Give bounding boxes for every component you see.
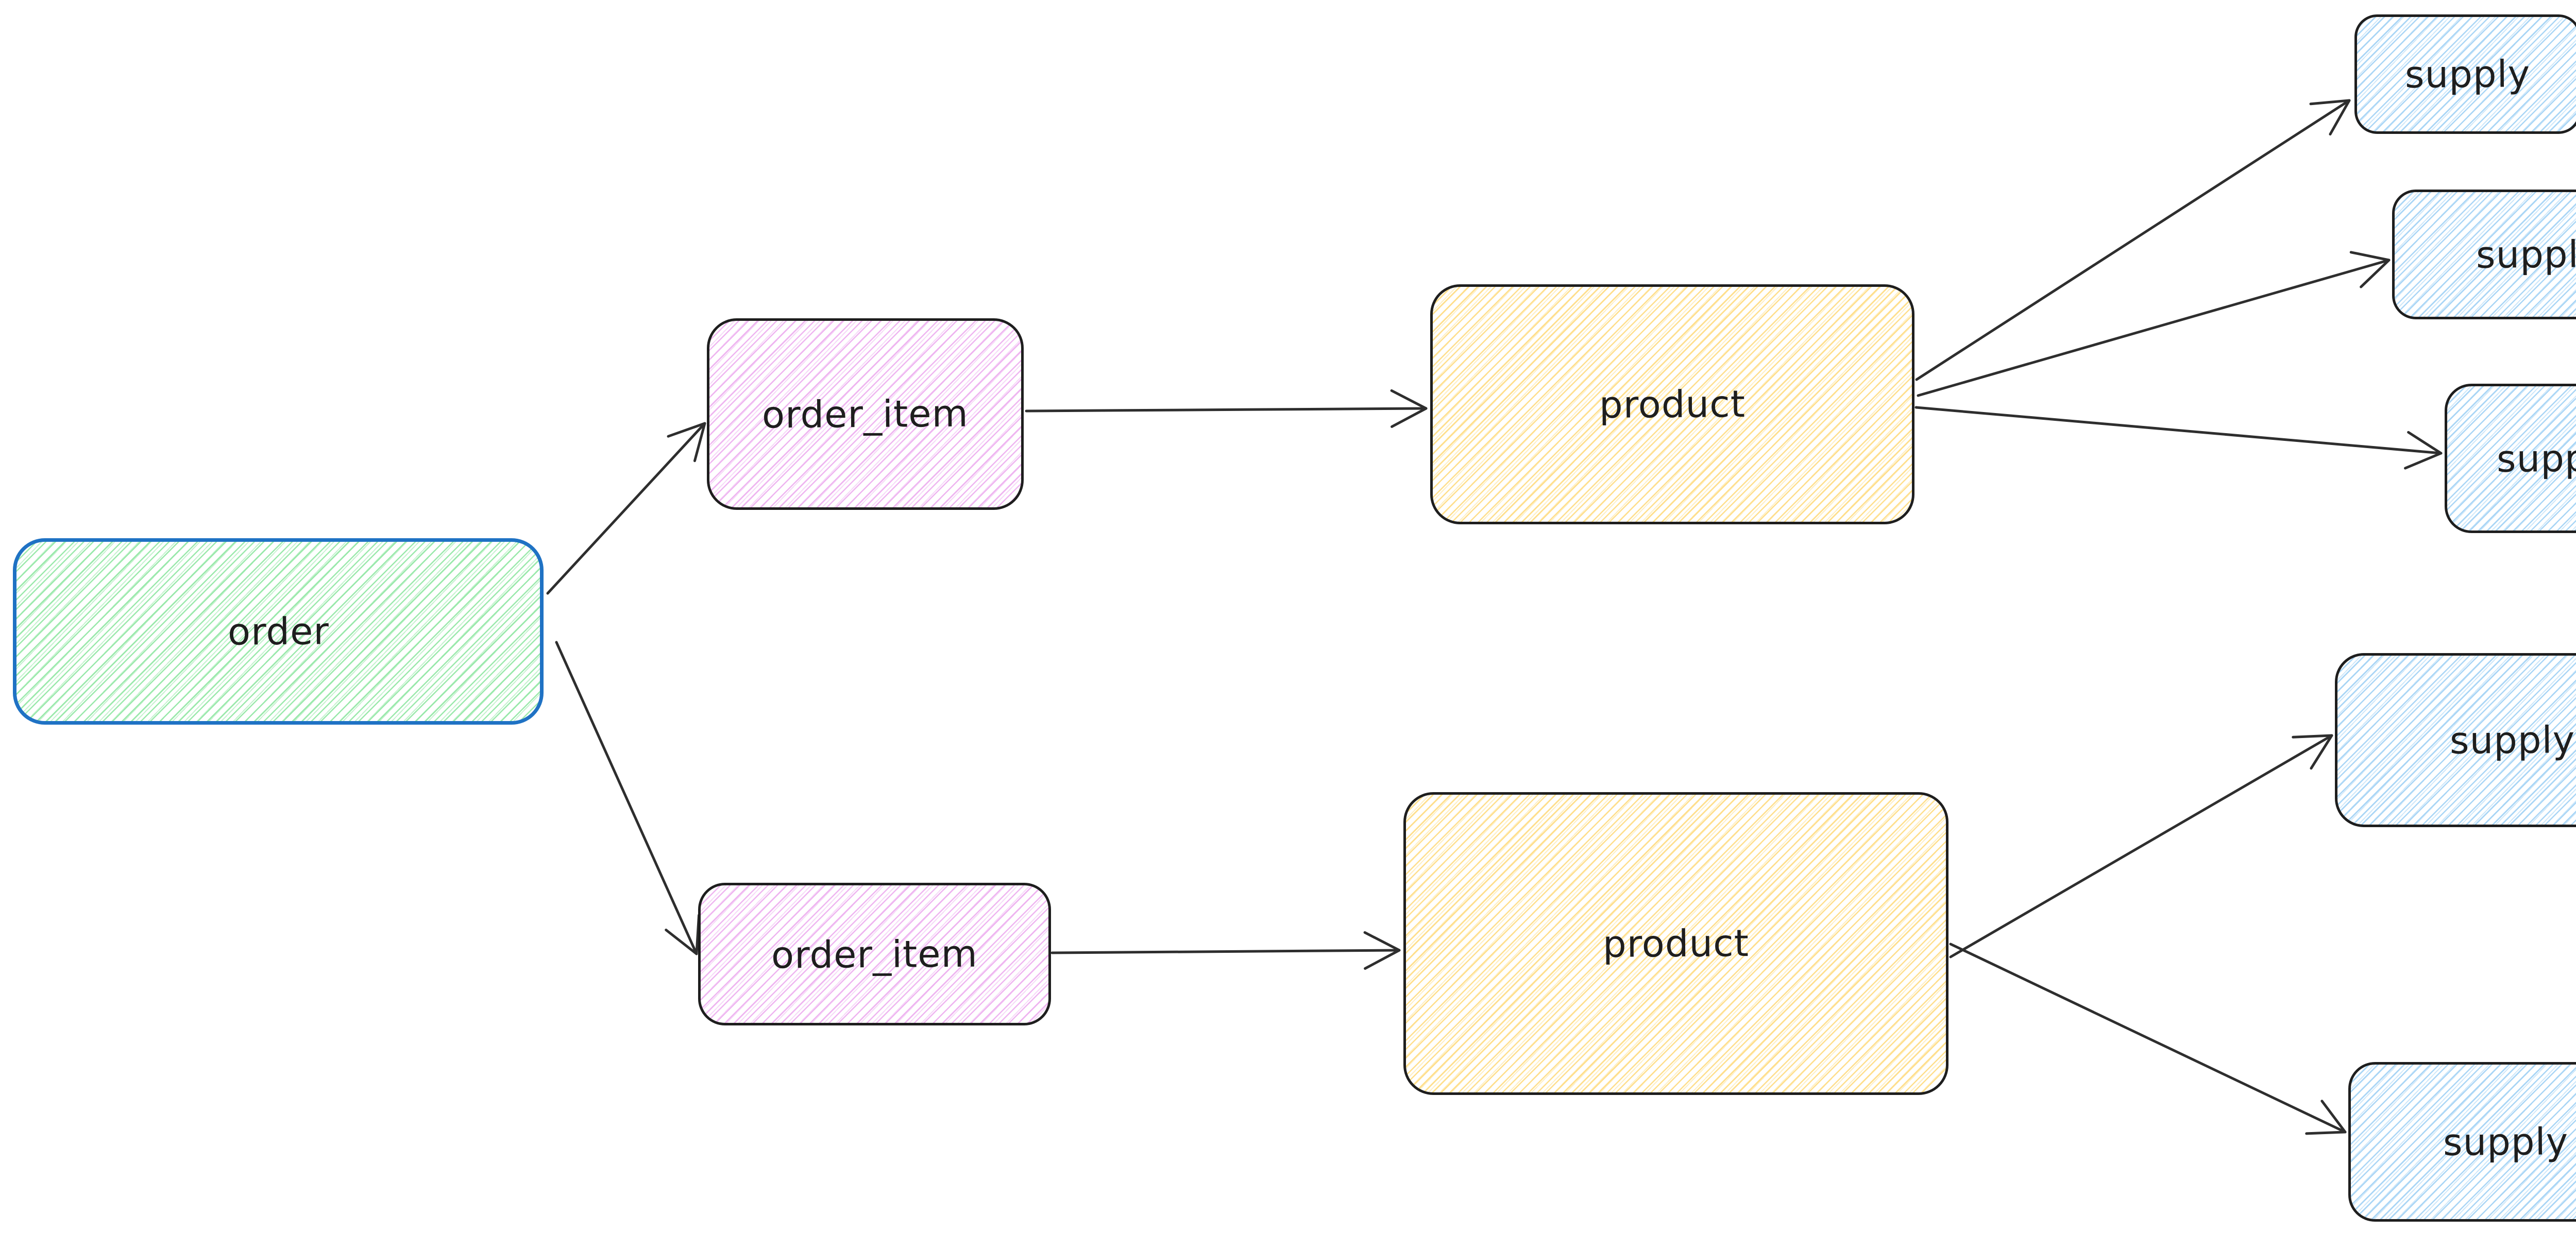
node-order-item-2[interactable]: order_item <box>698 883 1051 1025</box>
edge-product-1-to-supply-3[interactable] <box>1914 406 2443 470</box>
node-order-label: order <box>227 609 329 654</box>
edge-order-to-order-item-1[interactable] <box>546 422 706 595</box>
node-order[interactable]: order <box>13 538 544 725</box>
node-order-item-2-label: order_item <box>771 932 978 977</box>
edge-product-2-to-supply-5[interactable] <box>1949 943 2347 1135</box>
node-supply-5[interactable]: supply <box>2348 1062 2576 1222</box>
edge-order-item-2-to-product-2[interactable] <box>1050 931 1401 970</box>
edge-product-1-to-supply-1[interactable] <box>1915 99 2351 381</box>
node-supply-4[interactable]: supply <box>2335 653 2576 827</box>
node-supply-1-label: supply <box>2405 52 2531 96</box>
node-product-2-label: product <box>1602 921 1750 966</box>
edge-product-1-to-supply-2[interactable] <box>1917 251 2391 397</box>
node-supply-5-label: supply <box>2443 1120 2569 1164</box>
node-order-item-1-label: order_item <box>761 391 969 437</box>
node-product-1-label: product <box>1599 382 1746 426</box>
node-product-2[interactable]: product <box>1403 792 1948 1095</box>
node-supply-3-label: supply <box>2496 436 2576 481</box>
edge-order-to-order-item-2[interactable] <box>555 641 701 955</box>
node-product-1[interactable]: product <box>1430 284 1914 524</box>
node-supply-2[interactable]: supply <box>2392 190 2576 319</box>
node-supply-2-label: supply <box>2476 232 2576 277</box>
node-supply-1[interactable]: supply <box>2354 14 2576 134</box>
edge-order-item-1-to-product-1[interactable] <box>1025 389 1428 428</box>
node-supply-3[interactable]: supply <box>2445 384 2576 533</box>
edge-product-2-to-supply-4[interactable] <box>1949 734 2333 958</box>
node-supply-4-label: supply <box>2450 718 2575 762</box>
node-order-item-1[interactable]: order_item <box>707 318 1024 510</box>
